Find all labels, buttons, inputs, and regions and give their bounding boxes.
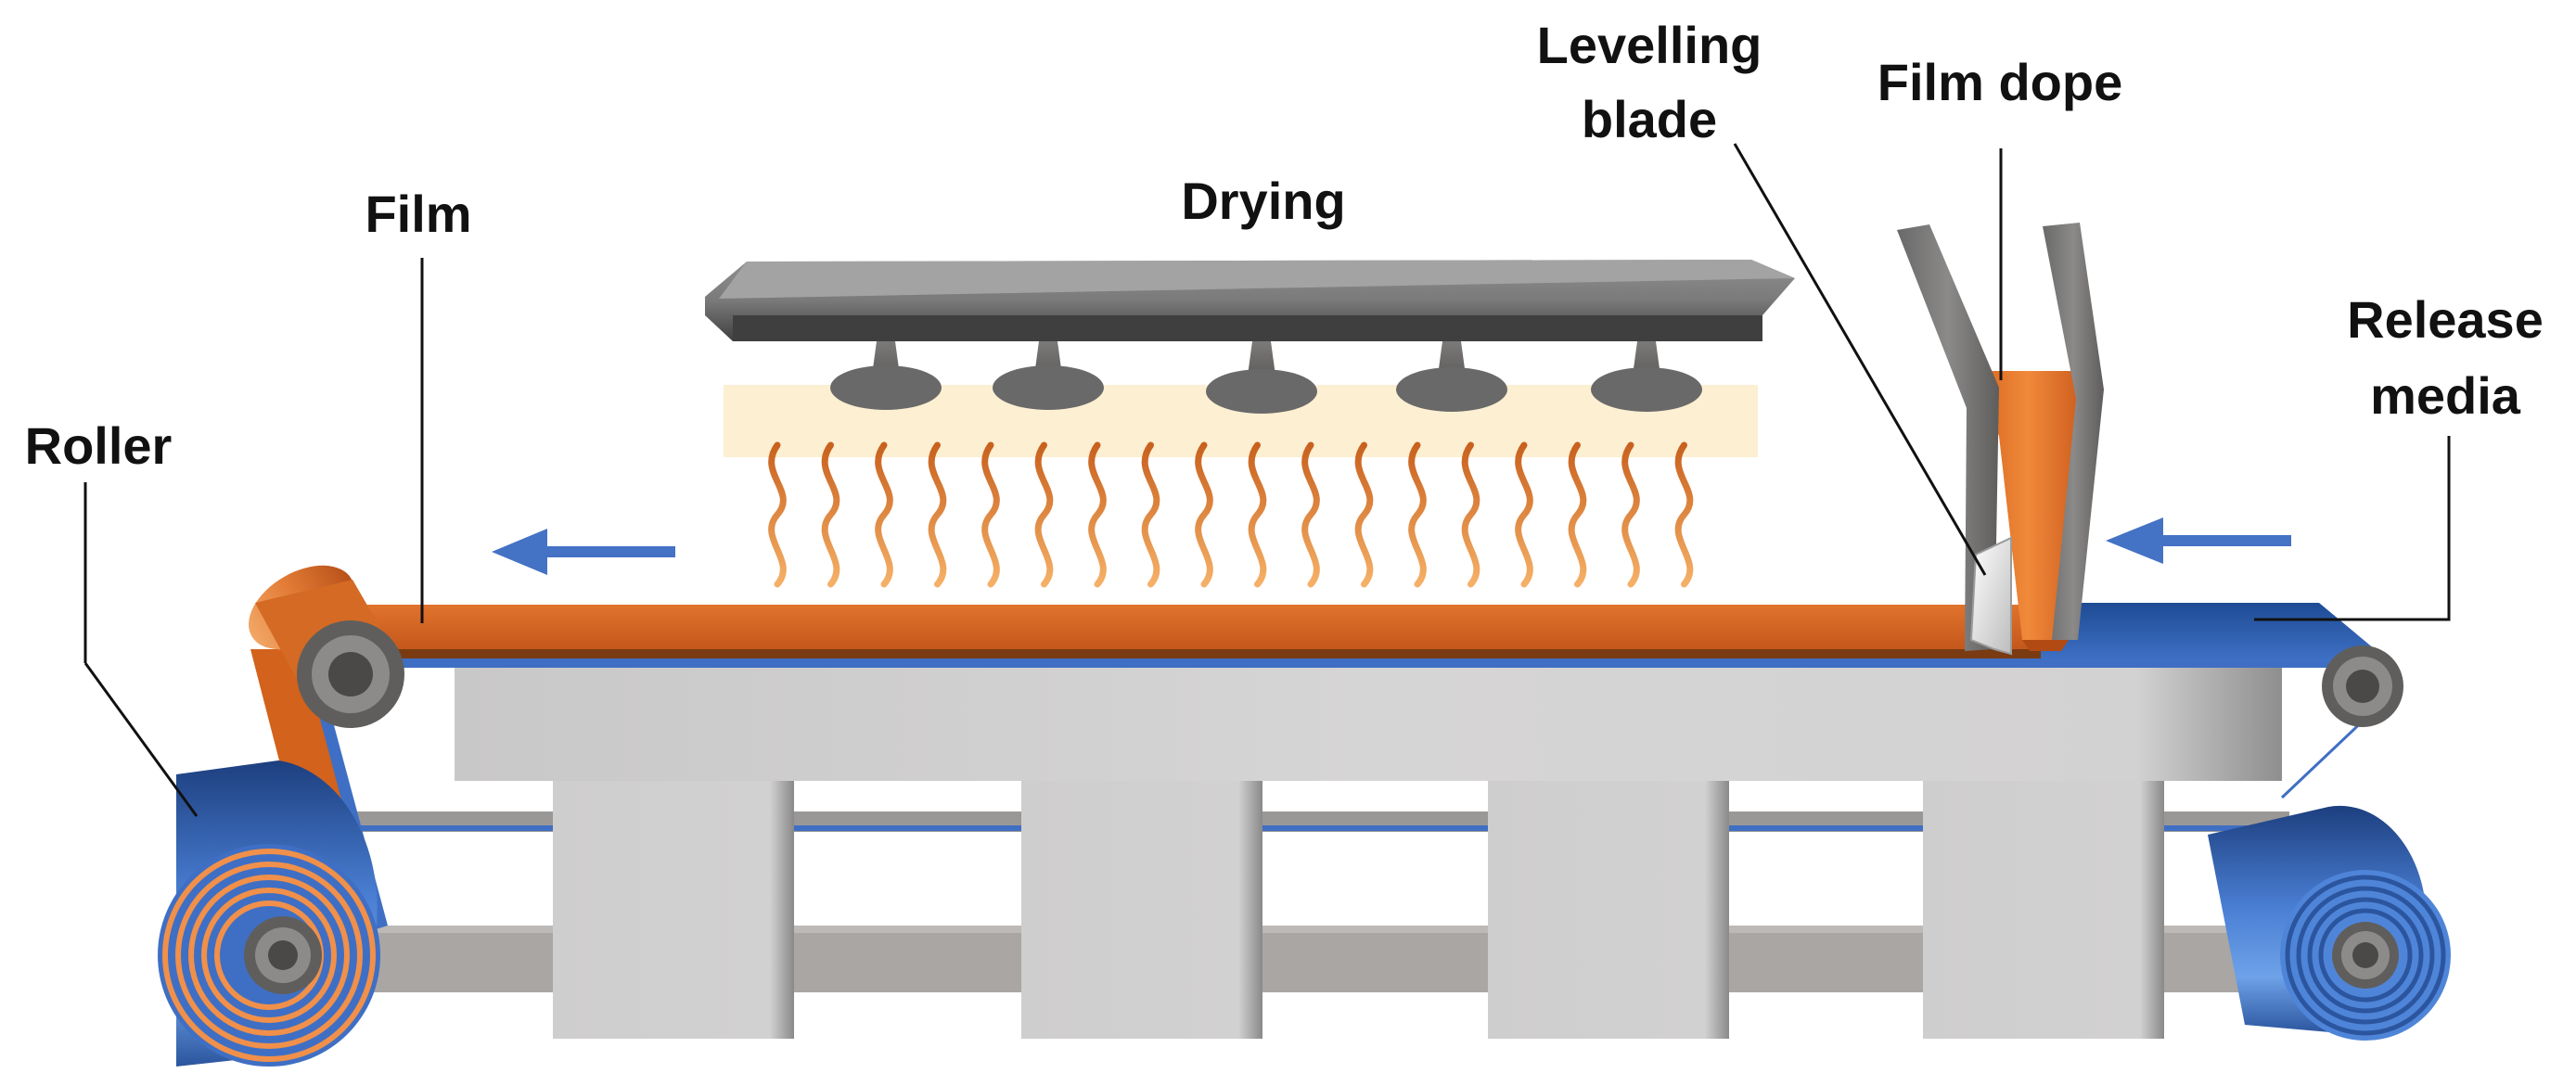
label-film: Film <box>365 185 471 243</box>
arrow-left-icon <box>2106 517 2291 564</box>
heat-wave-icon <box>1621 441 1640 588</box>
roller-leader-line-diagonal <box>83 662 199 817</box>
heat-wave-icon <box>821 441 840 588</box>
head-roller-right <box>2322 645 2403 727</box>
heat-wave-icon <box>1674 441 1694 588</box>
heat-waves <box>768 441 1694 588</box>
film-spool-left <box>158 760 380 1067</box>
media-spool-right <box>2208 805 2451 1041</box>
label-release-media-line1: Release <box>2347 290 2544 349</box>
heat-wave-icon <box>981 441 1000 588</box>
label-levelling-blade-line1: Levelling <box>1537 16 1762 74</box>
return-rail <box>341 811 2289 832</box>
film-dope-hopper <box>1897 223 2104 656</box>
heat-wave-icon <box>768 441 787 588</box>
heat-wave-icon <box>1141 441 1160 588</box>
label-film-dope: Film dope <box>1878 53 2122 111</box>
arrow-left-icon <box>492 529 675 575</box>
heat-wave-icon <box>1195 441 1213 588</box>
heat-wave-icon <box>1034 441 1054 588</box>
heat-wave-icon <box>1088 441 1107 588</box>
conveyor-frame <box>455 668 2282 781</box>
heat-wave-icon <box>1354 441 1374 588</box>
label-roller: Roller <box>25 416 173 475</box>
release-media-leader-line <box>2254 436 2451 621</box>
heat-wave-icon <box>1461 441 1480 588</box>
release-media-belt <box>352 603 2375 799</box>
label-drying: Drying <box>1181 172 1345 230</box>
dryer-nozzles <box>830 341 1702 414</box>
dryer-unit <box>705 260 1795 588</box>
heat-wave-icon <box>1408 441 1427 588</box>
heat-wave-icon <box>1248 441 1267 588</box>
frame-legs <box>553 760 2164 1039</box>
heat-wave-icon <box>928 441 947 588</box>
label-levelling-blade-line2: blade <box>1582 90 1717 148</box>
heat-wave-icon <box>1301 441 1320 588</box>
heat-wave-icon <box>1568 441 1587 588</box>
label-release-media-line2: media <box>2370 366 2521 425</box>
heat-wave-icon <box>1515 441 1533 588</box>
head-roller-left <box>249 565 404 728</box>
heat-wave-icon <box>875 441 893 588</box>
film-dope-liquid <box>1967 371 2089 640</box>
levelling-blade-shape <box>1969 536 2012 656</box>
levelling-blade-leader-line <box>1733 143 1987 576</box>
